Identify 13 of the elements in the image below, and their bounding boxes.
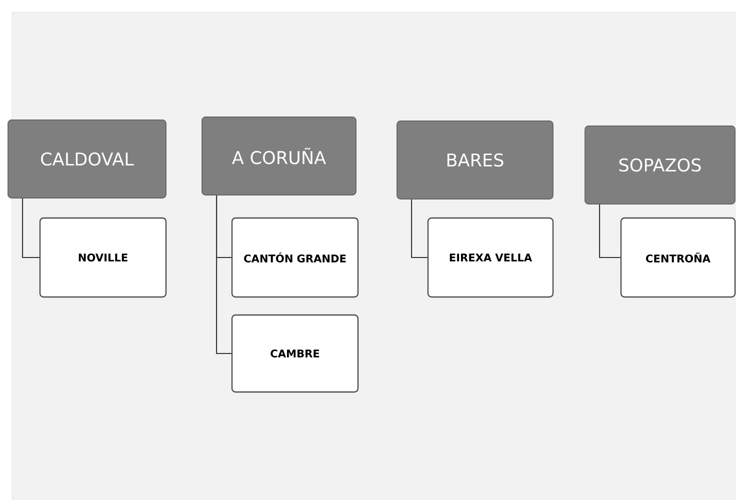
- place-box: NOVILLE: [39, 217, 167, 298]
- group-box: A CORUÑA: [202, 116, 356, 196]
- group-box: SOPAZOS: [584, 126, 736, 204]
- place-box: CANTÓN GRANDE: [231, 217, 359, 298]
- group-box: BARES: [396, 120, 554, 200]
- place-box: CAMBRE: [231, 314, 359, 393]
- connector-line: [22, 198, 40, 258]
- place-box: CENTROÑA: [620, 217, 736, 298]
- connector-line: [599, 204, 620, 258]
- connector-line: [411, 199, 428, 258]
- place-box: EIREXA VELLA: [427, 217, 554, 298]
- connector-line: [216, 195, 232, 354]
- group-box: CALDOVAL: [8, 120, 166, 198]
